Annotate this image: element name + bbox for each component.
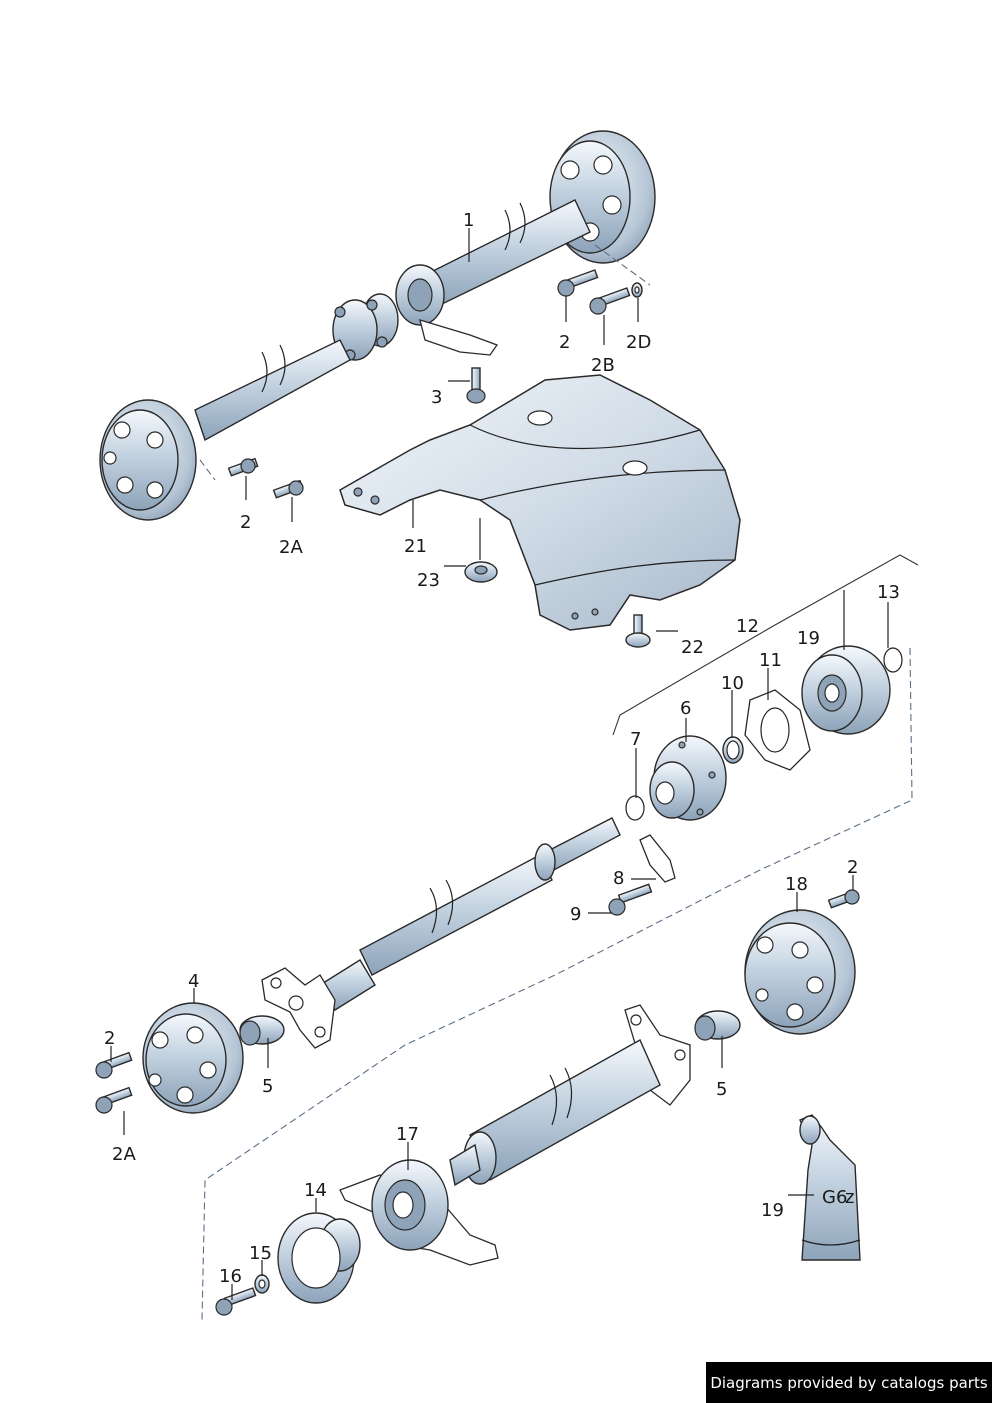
callout-4: 4 xyxy=(188,971,199,992)
callout-16: 16 xyxy=(219,1266,242,1287)
bushing-5-left xyxy=(239,1015,285,1046)
bolt-2B-upper xyxy=(589,287,631,315)
circlip-13 xyxy=(883,647,903,673)
bolt-2-lower-left xyxy=(95,1051,133,1079)
callout-labels: 1 2 2B 2D 3 2 2A 21 23 22 12 13 19 11 10… xyxy=(104,210,900,1287)
callout-2-right: 2 xyxy=(847,857,858,878)
clamp-7 xyxy=(625,795,645,821)
bolt-2-lower-right xyxy=(827,889,860,909)
flexible-disc-18 xyxy=(744,909,856,1035)
bolt-2A-front xyxy=(272,479,304,499)
bolt-22 xyxy=(625,614,651,648)
callout-21: 21 xyxy=(404,536,427,557)
center-bearing-17 xyxy=(339,1159,499,1266)
callout-2-front: 2 xyxy=(240,512,251,533)
bolt-16 xyxy=(215,1287,257,1316)
callout-13: 13 xyxy=(877,582,900,603)
bolt-2-front xyxy=(227,457,259,477)
bearing-19 xyxy=(801,645,891,735)
bracket-8 xyxy=(639,834,676,883)
callout-2A-lower-left: 2A xyxy=(112,1144,136,1165)
grease-tube-19: G6 z xyxy=(799,1114,861,1261)
flange-6 xyxy=(649,735,727,821)
callout-2-top: 2 xyxy=(559,332,570,353)
footer-credit: Diagrams provided by catalogs parts xyxy=(706,1362,992,1403)
propshaft-middle-section xyxy=(261,817,621,1049)
propshaft-rear-section xyxy=(449,1004,691,1187)
flange-14 xyxy=(277,1212,361,1304)
callout-2-lower-left: 2 xyxy=(104,1028,115,1049)
tube-label-sub: z xyxy=(845,1187,854,1208)
callout-19-tube: 19 xyxy=(761,1200,784,1221)
callout-17: 17 xyxy=(396,1124,419,1145)
bushing-5-right xyxy=(694,1010,741,1041)
callout-19-bearing: 19 xyxy=(797,628,820,649)
tube-label: G6 xyxy=(822,1187,847,1208)
flexible-disc-4 xyxy=(142,1002,244,1114)
callout-8: 8 xyxy=(613,868,624,889)
callout-10: 10 xyxy=(721,673,744,694)
callout-2B: 2B xyxy=(591,355,615,376)
bolt-9 xyxy=(608,883,653,916)
callout-7: 7 xyxy=(630,729,641,750)
callout-2A-front: 2A xyxy=(279,537,303,558)
callout-11: 11 xyxy=(759,650,782,671)
callout-12: 12 xyxy=(736,616,759,637)
callout-14: 14 xyxy=(304,1180,327,1201)
washer-15 xyxy=(254,1274,270,1294)
callout-1: 1 xyxy=(463,210,474,231)
callout-6: 6 xyxy=(680,698,691,719)
washer-2D xyxy=(631,282,643,298)
callout-3: 3 xyxy=(431,387,442,408)
ring-10 xyxy=(722,736,744,764)
leader-lines xyxy=(110,228,889,1300)
callout-22: 22 xyxy=(681,637,704,658)
callout-2D: 2D xyxy=(626,332,651,353)
bolt-2-upper xyxy=(557,269,599,297)
callout-15: 15 xyxy=(249,1243,272,1264)
callout-9: 9 xyxy=(570,904,581,925)
callout-5-right: 5 xyxy=(716,1079,727,1100)
callout-5-left: 5 xyxy=(262,1076,273,1097)
callout-23: 23 xyxy=(417,570,440,591)
bolt-2A-lower-left xyxy=(95,1086,133,1114)
nut-23 xyxy=(464,561,498,583)
bolt-3 xyxy=(466,367,486,404)
gasket-11 xyxy=(744,689,811,771)
propshaft-assembly-1 xyxy=(99,130,656,521)
callout-18: 18 xyxy=(785,874,808,895)
heat-shield-21 xyxy=(339,374,741,631)
